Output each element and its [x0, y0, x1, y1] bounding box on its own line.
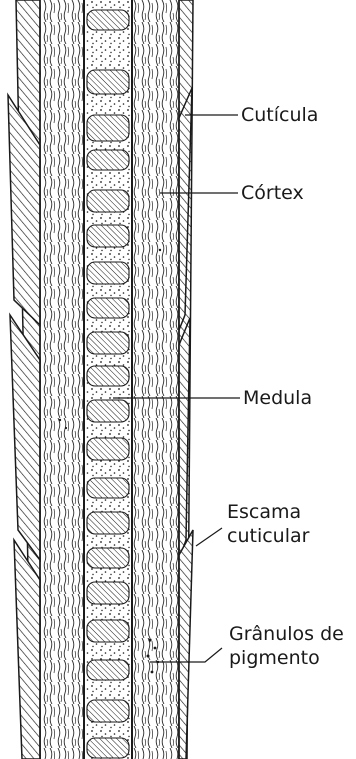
label-cuticula: Cutícula [241, 104, 318, 126]
label-cortex: Córtex [241, 182, 304, 204]
label-escama-line1: Escama [227, 501, 301, 523]
label-medula: Medula [243, 387, 312, 409]
cuticle-scales-left [8, 95, 40, 759]
escama-leader-line [196, 528, 222, 546]
label-granulos-line2: pigmento [229, 647, 320, 669]
label-escama-line2: cuticular [227, 525, 309, 547]
label-granulos-line1: Grânulos de [229, 623, 344, 645]
